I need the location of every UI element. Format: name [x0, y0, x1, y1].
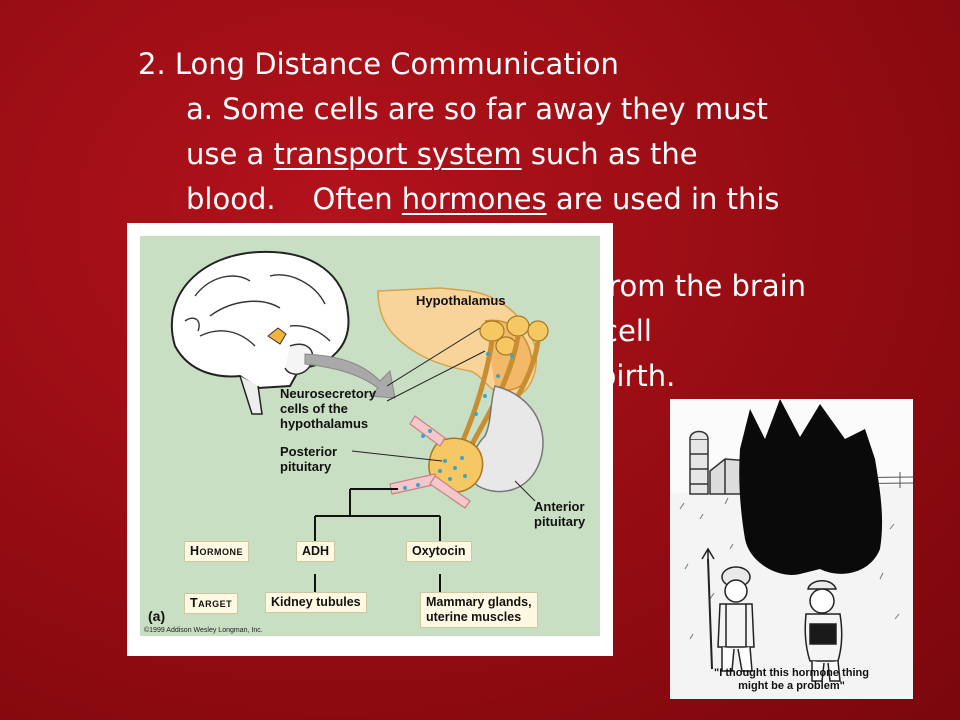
underlined-transport-system: transport system [273, 137, 522, 171]
hormone-cartoon: "I thought this hormone thing might be a… [670, 399, 913, 699]
slide-heading: 2. Long Distance Communication [138, 47, 619, 81]
text-span: such as the [521, 137, 698, 171]
silo-illustration [689, 430, 709, 495]
box-line: uterine muscles [426, 610, 522, 624]
text-span: are used in this [546, 182, 780, 216]
label-anterior-pituitary: Anterior pituitary [534, 499, 585, 529]
adh-box: ADH [296, 541, 336, 562]
partially-hidden-line-1: from the brain [598, 269, 807, 303]
target-row-label: Target [184, 593, 239, 614]
giant-black-shape [739, 399, 883, 575]
hormone-dots [403, 352, 514, 490]
mammary-glands-box: Mammary glands, uterine muscles [420, 592, 538, 628]
brain-illustration [170, 250, 350, 415]
underlined-hormones: hormones [401, 182, 547, 216]
farmer-figure [701, 547, 755, 672]
text-span: use a [186, 137, 274, 171]
paragraph-a: a. Some cells are so far away they must … [138, 87, 918, 222]
hormone-pathway-diagram: Hypothalamus Neurosecretory cells of the… [127, 223, 613, 656]
hormone-row-label: Hormone [184, 541, 250, 562]
paragraph-a-line2: use a transport system such as the [186, 132, 918, 177]
label-line: Anterior [534, 499, 585, 514]
cartoon-caption: "I thought this hormone thing might be a… [670, 667, 913, 693]
caption-line: might be a problem" [738, 680, 845, 692]
paragraph-a-line1: a. Some cells are so far away they must [186, 92, 768, 126]
anterior-pituitary-shape [469, 385, 544, 493]
kidney-tubules-box: Kidney tubules [265, 592, 367, 613]
label-line: hypothalamus [280, 416, 369, 431]
capillaries [389, 415, 471, 509]
label-hypothalamus: Hypothalamus [416, 293, 506, 308]
diagram-illustration [170, 250, 549, 604]
slide-text: 2. Long Distance Communication a. Some c… [138, 42, 918, 222]
caption-line: "I thought this hormone thing [714, 667, 869, 679]
label-line: pituitary [534, 514, 586, 529]
text-span: blood. Often [186, 182, 402, 216]
label-neurosecretory: Neurosecretory cells of the hypothalamus [280, 386, 376, 431]
diagram-panel: Hypothalamus Neurosecretory cells of the… [140, 236, 600, 636]
paragraph-a-line3: blood. Often hormones are used in this [186, 177, 918, 222]
cartoon-illustration [670, 399, 913, 699]
gray-arrow [304, 353, 396, 399]
label-posterior-pituitary: Posterior pituitary [280, 444, 337, 474]
pointer-lines [351, 327, 536, 502]
oxytocin-box: Oxytocin [406, 541, 472, 562]
copyright-notice: ©1999 Addison Wesley Longman, Inc. [144, 627, 263, 634]
label-line: Neurosecretory [280, 386, 377, 401]
label-line: Posterior [280, 444, 338, 459]
label-line: pituitary [280, 459, 332, 474]
grass-strokes [679, 497, 900, 640]
box-line: Mammary glands, [426, 595, 532, 609]
panel-label: (a) [148, 608, 166, 624]
label-line: cells of the [280, 401, 348, 416]
farmer-figure-2 [804, 580, 843, 682]
